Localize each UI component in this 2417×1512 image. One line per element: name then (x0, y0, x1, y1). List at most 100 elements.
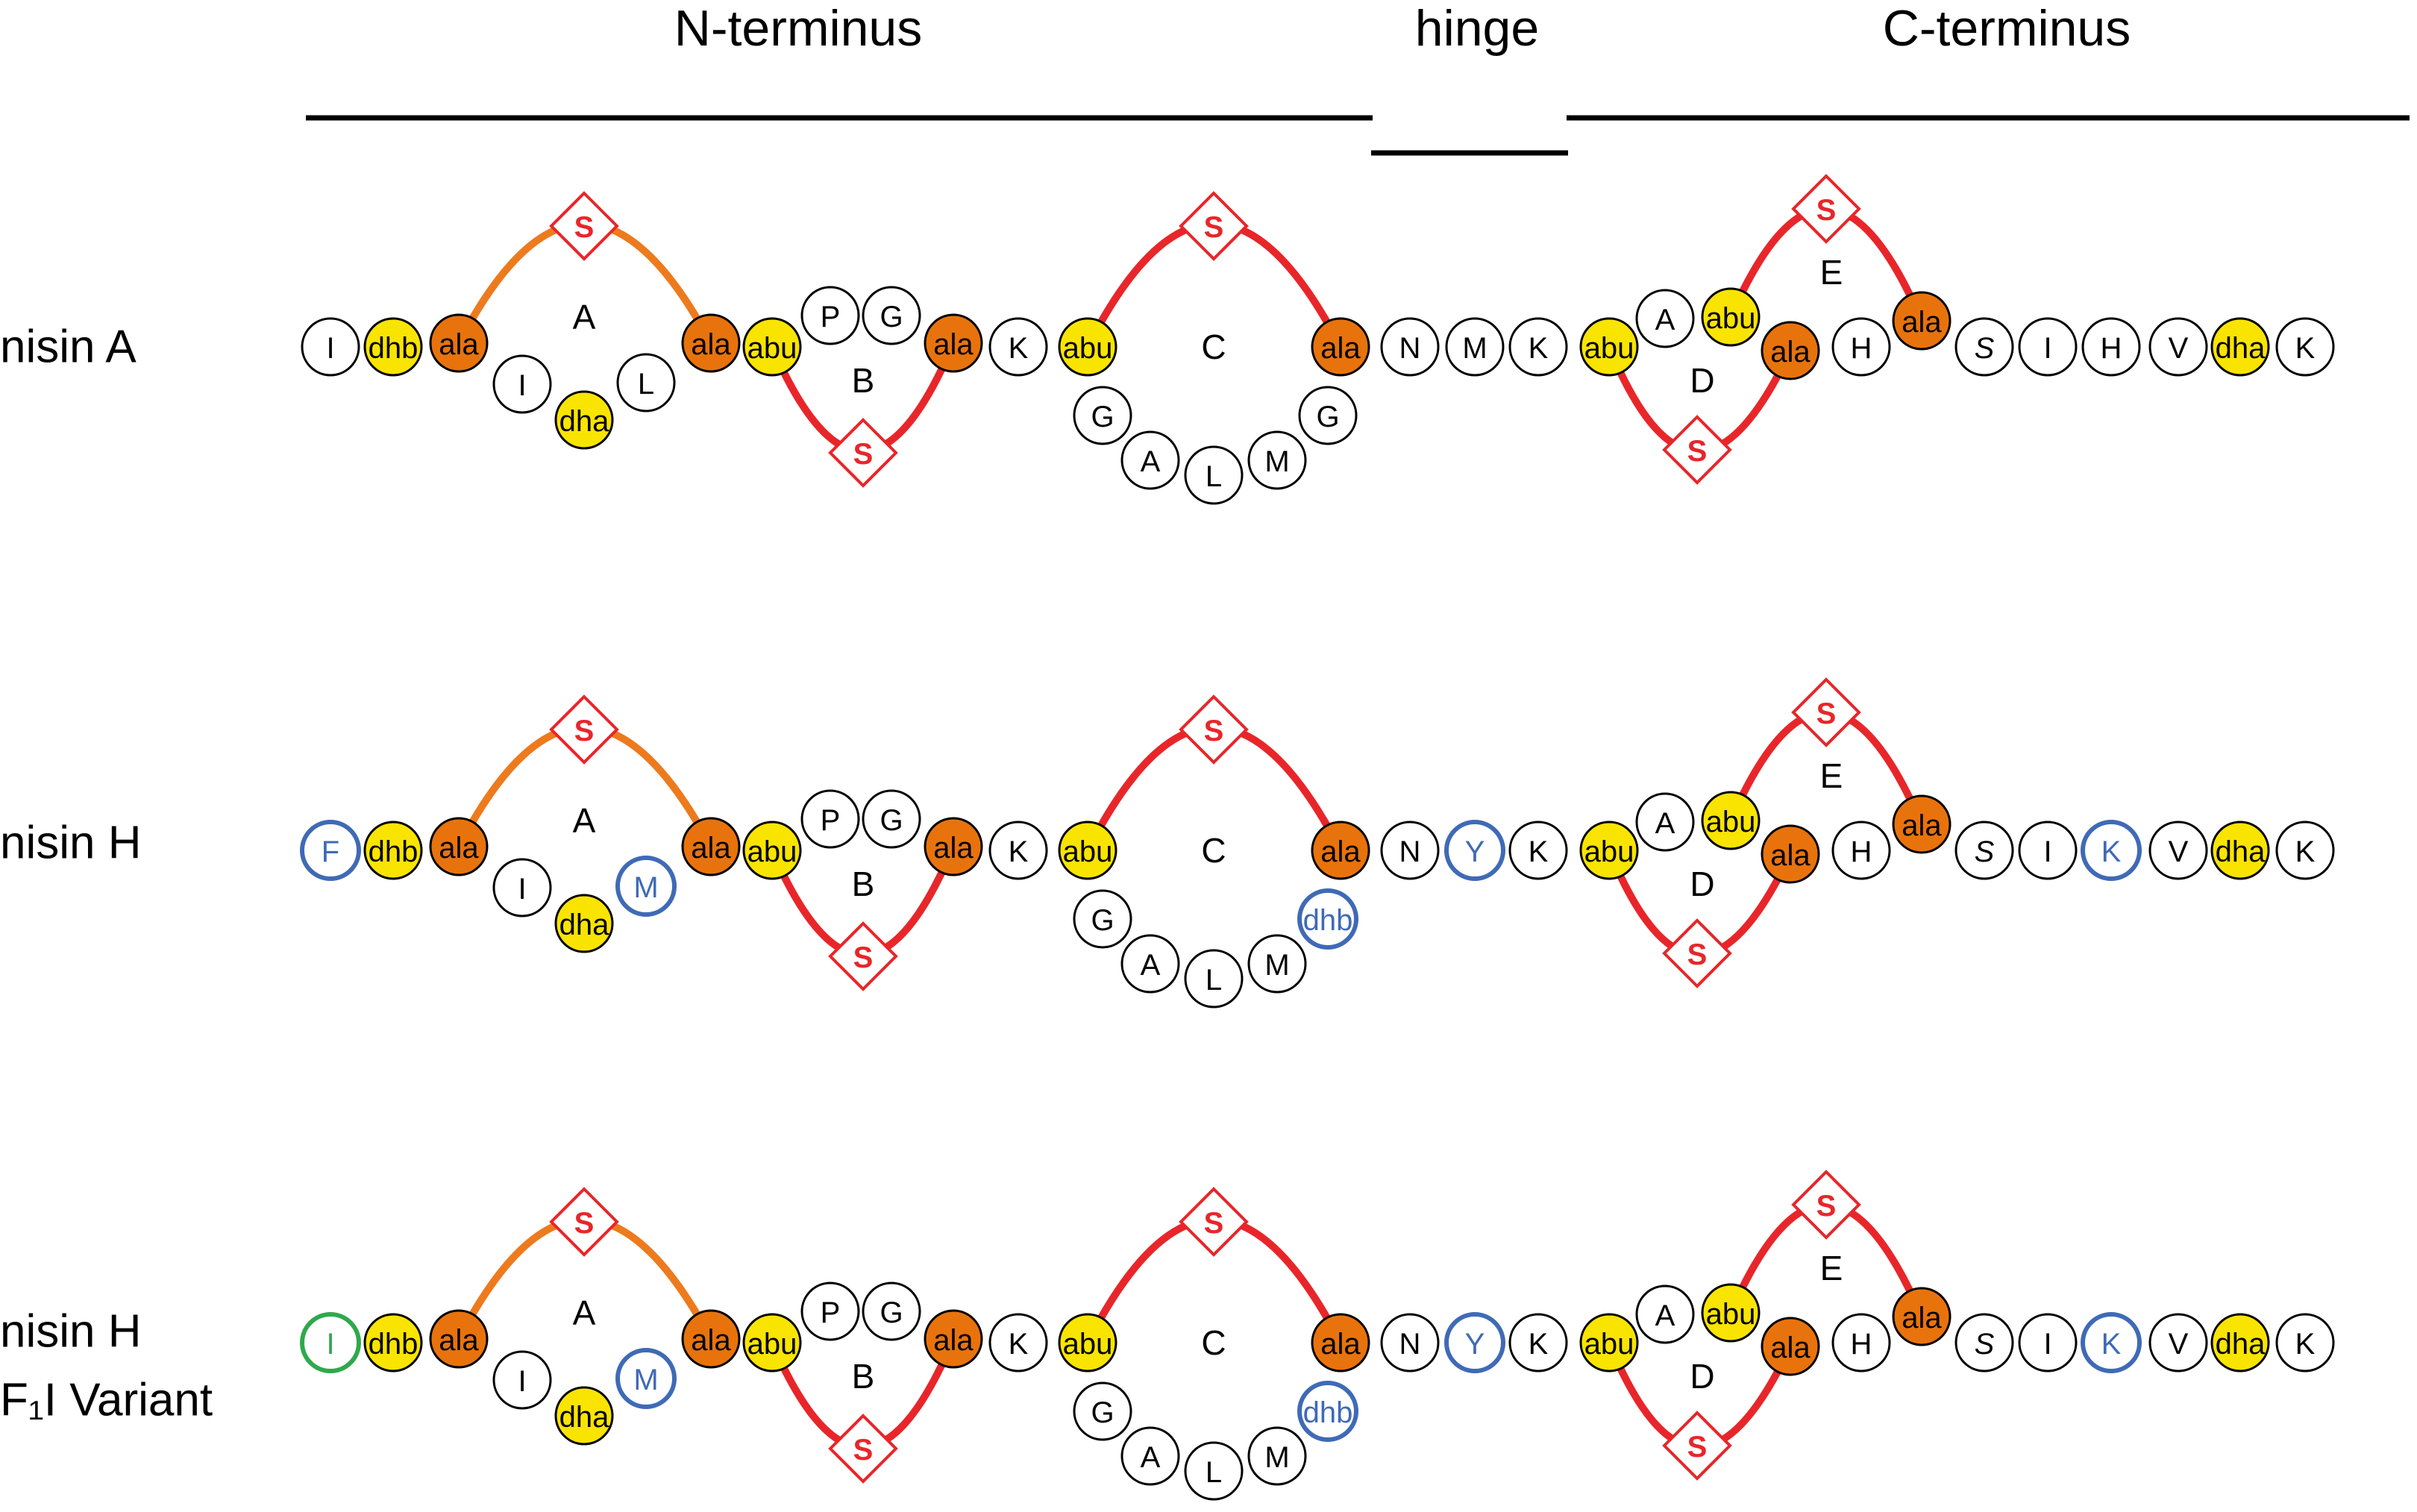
residue: ala (681, 1309, 741, 1369)
residue-circle (924, 817, 983, 876)
residue-label: abu (747, 1328, 797, 1361)
sulfur-label: S (574, 211, 595, 244)
residue-label: G (880, 301, 903, 333)
sulfur-bridge-icon: S (1662, 415, 1732, 485)
residue-circle (1380, 821, 1440, 880)
residue-label: I (326, 1328, 334, 1361)
sulfur-diamond (1791, 174, 1861, 244)
sulfur-label: S (1687, 1431, 1708, 1464)
residue-label: ala (691, 328, 731, 361)
residue-circle (615, 1348, 677, 1409)
residue-label: A (1141, 445, 1161, 478)
residue-circle (2018, 1313, 2078, 1373)
residue: ala (429, 1309, 489, 1369)
residue-circle (1579, 317, 1639, 377)
residue-circle (742, 821, 802, 880)
residue-label: V (2169, 1328, 2189, 1361)
residue-circle (862, 286, 921, 345)
ring-label: B (852, 865, 875, 903)
sulfur-diamond (549, 191, 619, 261)
residue: K (988, 821, 1048, 880)
residue: G (1073, 1381, 1132, 1441)
residue-circle (1892, 794, 1952, 854)
residue: I (2018, 821, 2078, 880)
residue-label: A (1655, 807, 1675, 840)
residue-circle (1444, 820, 1505, 881)
residue-circle (363, 821, 423, 880)
residue-circle (616, 353, 676, 412)
residue: dhb (363, 1313, 423, 1373)
residue-label: abu (1063, 1328, 1113, 1361)
sulfur-diamond (1179, 1187, 1249, 1257)
residue-circle (988, 821, 1048, 880)
residue-circle (1380, 1313, 1440, 1373)
residue-label: K (2295, 332, 2316, 365)
residue-label: K (1529, 332, 1549, 365)
residue-circle (1831, 1313, 1891, 1373)
residue-circle (1311, 821, 1370, 880)
residue-label: ala (1770, 839, 1811, 872)
residue-circle (1184, 445, 1244, 505)
sulfur-bridge-icon: S (549, 1187, 619, 1257)
residue-label: M (633, 871, 658, 904)
ring-label: E (1820, 756, 1843, 795)
residue-circle (1892, 1287, 1952, 1346)
residue-label: abu (1584, 835, 1634, 868)
residue-label: F (322, 835, 339, 868)
residue-circle (681, 313, 741, 373)
residue-circle (742, 317, 802, 377)
residue-label: I (518, 1365, 526, 1398)
sulfur-bridge-icon: S (549, 191, 619, 261)
residue-circle (1579, 1313, 1639, 1373)
sulfur-diamond (828, 418, 898, 488)
residue-circle (1508, 821, 1568, 880)
residue-circle (1954, 1313, 2014, 1373)
residue: K (2275, 1313, 2335, 1373)
residue-circle (742, 1313, 802, 1373)
residue: abu (1058, 821, 1117, 880)
residue: G (862, 789, 921, 849)
residue: P (800, 789, 860, 849)
sulfur-bridge-icon: S (828, 418, 898, 488)
residue-label: M (1264, 1441, 1289, 1474)
region-header: N-terminus hinge C-terminus (306, 0, 2410, 156)
sulfur-bridge-icon: S (1791, 1170, 1861, 1240)
residue-label: ala (933, 832, 974, 865)
sulfur-label: S (1204, 211, 1224, 244)
residue-label: A (1141, 1441, 1161, 1474)
residue: V (2148, 1313, 2208, 1373)
residue: I (2018, 317, 2078, 377)
residue: M (615, 856, 677, 917)
residue-circle (554, 390, 614, 450)
sulfur-diamond (1662, 918, 1732, 988)
residue: K (2275, 821, 2335, 880)
residue-label: G (1091, 401, 1114, 433)
ring-label: E (1820, 253, 1843, 292)
sulfur-bridge-icon: S (1179, 191, 1249, 261)
residue: ala (1311, 821, 1370, 880)
residue-circle (1954, 821, 2014, 880)
residue-label: G (1091, 1396, 1114, 1429)
residue-circle (1247, 1426, 1307, 1486)
residue-circle (1247, 430, 1307, 490)
residue-circle (800, 1282, 860, 1341)
sulfur-bridge-icon: S (549, 694, 619, 765)
residue-circle (1701, 791, 1761, 850)
residue: ala (1892, 794, 1952, 854)
sulfur-diamond (1179, 191, 1249, 261)
residue-circle (1311, 317, 1370, 377)
residue: K (1508, 317, 1568, 377)
residue: abu (1579, 821, 1639, 880)
residue: M (1247, 430, 1307, 490)
ring-label: A (573, 1293, 596, 1332)
residue: dhb (1297, 1381, 1358, 1442)
residue-circle (2210, 821, 2270, 880)
residue-label: dha (559, 1401, 609, 1434)
residue: ala (924, 817, 983, 876)
residue: abu (1058, 317, 1117, 377)
residue: S (1954, 1313, 2014, 1373)
residue-circle (988, 317, 1048, 377)
